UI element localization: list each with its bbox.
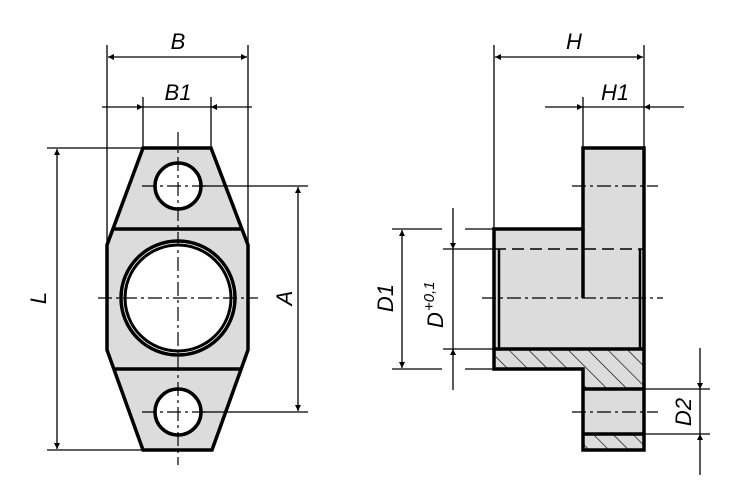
dim-H1-label: H1 bbox=[601, 80, 629, 105]
dim-B1-label: B1 bbox=[165, 80, 192, 105]
dim-B-label: B bbox=[171, 29, 186, 54]
dim-D-tolerance: +0,1 bbox=[421, 281, 438, 311]
dim-A-label: A bbox=[272, 291, 297, 308]
side-section-view: H H1 D1 D +0,1 D2 bbox=[373, 29, 710, 475]
dim-H-label: H bbox=[566, 29, 582, 54]
front-view: B B1 L A bbox=[26, 29, 308, 465]
dim-D-label: D bbox=[423, 312, 448, 328]
dim-D2-label: D2 bbox=[671, 398, 696, 426]
dim-D1-label: D1 bbox=[373, 284, 398, 312]
dim-L-label: L bbox=[26, 292, 51, 304]
